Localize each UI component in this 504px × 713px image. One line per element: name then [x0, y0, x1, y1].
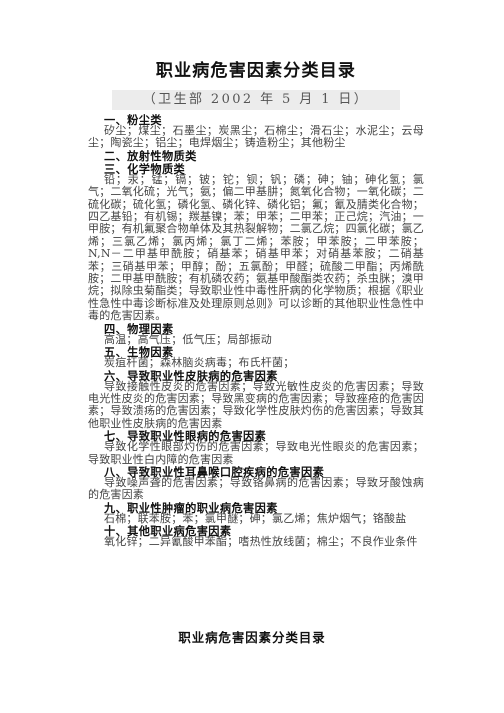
- section-skin: 六、导致职业性皮肤病的危害因素 导致接触性皮炎的危害因素；导致光敏性皮炎的危害因…: [88, 368, 424, 431]
- section-radioactive: 二、放射性物质类: [88, 148, 424, 163]
- section-heading: 三、化学物质类: [104, 161, 186, 176]
- section-ent: 八、导致职业性耳鼻喉口腔疾病的危害因素 导致噪声聋的危害因素；导致铬鼻病的危害因…: [88, 464, 424, 502]
- section-biological: 五、生物因素 炭疽杆菌；森林脑炎病毒；布氏杆菌；: [88, 346, 424, 369]
- section-heading: 十、其他职业病危害因素: [104, 524, 232, 539]
- section-dust: 一、粉尘类 矽尘；煤尘；石墨尘；炭黑尘；石棉尘；滑石尘；水泥尘；云母尘；陶瓷尘；…: [88, 114, 424, 150]
- section-body: 石棉；联苯胺；苯；氯甲醚；砷；氯乙烯；焦炉烟气；铬酸盐: [104, 511, 407, 525]
- section-body: 导致接触性皮炎的危害因素；导致光敏性皮炎的危害因素；导致电光性皮炎的危害因素；导…: [88, 379, 424, 430]
- footer-title: 职业病危害因素分类目录: [178, 630, 326, 645]
- section-heading: 七、导致职业性眼病的危害因素: [104, 429, 267, 444]
- section-body: 导致噪声聋的危害因素；导致铬鼻病的危害因素；导致牙酸蚀病的危害因素: [88, 475, 424, 502]
- section-heading: 八、导致职业性耳鼻喉口腔疾病的危害因素: [104, 464, 325, 479]
- section-other: 十、其他职业病危害因素 氧化锌；二异氰酸甲苯酯；嗜热性放线菌；棉尘；不良作业条件: [88, 525, 424, 548]
- section-body: 高温；高气压；低气压；局部振动: [104, 332, 272, 346]
- section-body: 矽尘；煤尘；石墨尘；炭黑尘；石棉尘；滑石尘；水泥尘；云母尘；陶瓷尘；铝尘；电焊烟…: [88, 124, 424, 150]
- section-heading: 一、粉尘类: [104, 113, 162, 127]
- section-heading: 五、生物因素: [104, 345, 174, 360]
- section-body: 氧化锌；二异氰酸甲苯酯；嗜热性放线菌；棉尘；不良作业条件: [104, 535, 418, 549]
- section-eye: 七、导致职业性眼病的危害因素 导致化学性眼部灼伤的危害因素；导致电光性眼炎的危害…: [88, 430, 424, 466]
- page-subtitle: （卫生部 2002 年 5 月 1 日）: [112, 90, 400, 110]
- section-body: 铅；汞；锰；镉；铍；铊；钡；钒；磷；砷；铀；砷化氢；氯气；二氧化硫；光气；氨；偏…: [88, 172, 424, 323]
- section-heading: 六、导致职业性皮肤病的危害因素: [104, 368, 278, 383]
- section-heading: 四、物理因素: [104, 321, 174, 336]
- section-body: 导致化学性眼部灼伤的危害因素；导致电光性眼炎的危害因素；导致职业性白内障的危害因…: [88, 440, 424, 466]
- section-heading: 二、放射性物质类: [104, 148, 197, 163]
- page-title: 职业病危害因素分类目录: [155, 61, 357, 81]
- section-heading: 九、职业性肿瘤的职业病危害因素: [104, 500, 278, 515]
- section-chemical: 三、化学物质类 铅；汞；锰；镉；铍；铊；钡；钒；磷；砷；铀；砷化氢；氯气；二氧化…: [88, 161, 424, 323]
- section-physical: 四、物理因素 高温；高气压；低气压；局部振动: [88, 321, 424, 346]
- section-tumor: 九、职业性肿瘤的职业病危害因素 石棉；联苯胺；苯；氯甲醚；砷；氯乙烯；焦炉烟气；…: [88, 500, 424, 525]
- section-body: 炭疽杆菌；森林脑炎病毒；布氏杆菌；: [104, 356, 295, 370]
- section-list: 一、粉尘类 矽尘；煤尘；石墨尘；炭黑尘；石棉尘；滑石尘；水泥尘；云母尘；陶瓷尘；…: [88, 114, 424, 549]
